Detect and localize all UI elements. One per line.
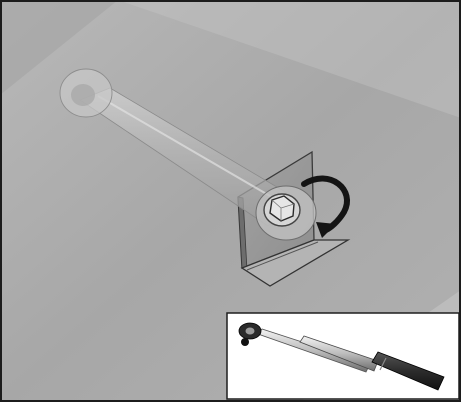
wrench-open-end-hole xyxy=(71,84,95,106)
ratchet-knob xyxy=(241,338,249,346)
torque-wrench-inset xyxy=(227,313,459,399)
ratchet-head-center xyxy=(246,328,255,335)
